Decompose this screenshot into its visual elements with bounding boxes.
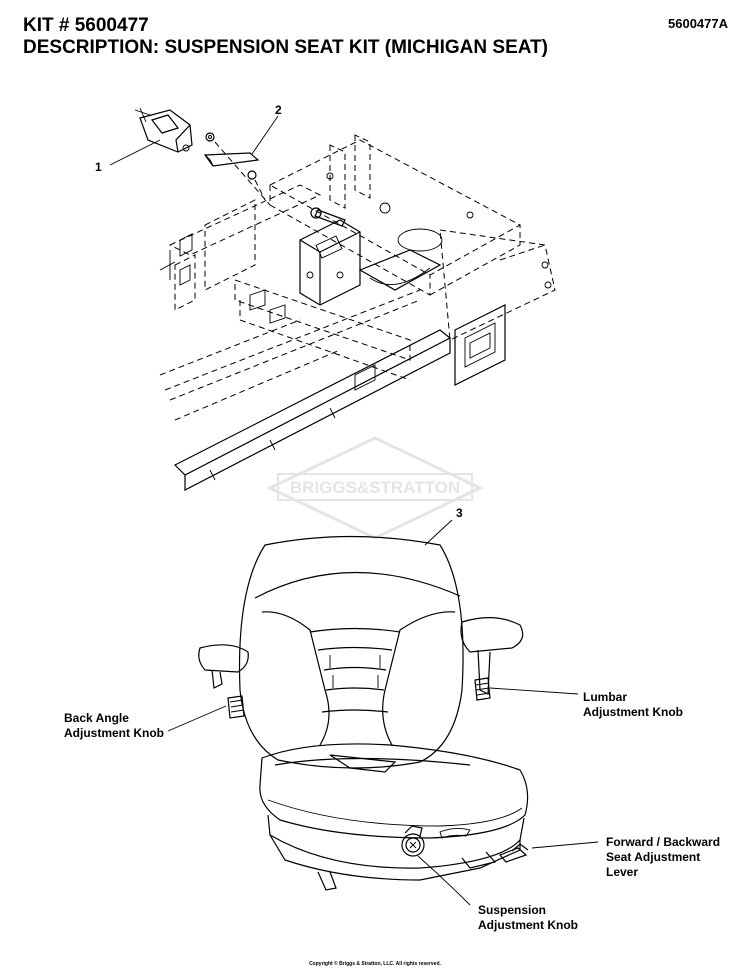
lumbar-label-line1: Lumbar [583, 690, 628, 704]
copyright-footer: Copyright © Briggs & Stratton, LLC. All … [309, 961, 441, 967]
seat-belt-strap-part [203, 132, 346, 227]
forward-label-line2: Seat Adjustment [606, 850, 701, 864]
back-angle-knob-label: Back Angle Adjustment Knob [64, 711, 164, 741]
leader-line-2 [251, 115, 279, 155]
lumbar-knob-label: Lumbar Adjustment Knob [583, 690, 683, 720]
callout-number-2: 2 [275, 103, 282, 117]
seat-belt-latch-part [134, 107, 193, 153]
document-id: 5600477A [668, 16, 728, 31]
kit-description: DESCRIPTION: SUSPENSION SEAT KIT (MICHIG… [23, 37, 548, 58]
forward-backward-lever-label: Forward / Backward Seat Adjustment Lever [606, 835, 720, 880]
suspension-label-line1: Suspension [478, 903, 547, 917]
back-angle-label-line2: Adjustment Knob [64, 726, 164, 740]
forward-label-line1: Forward / Backward [606, 835, 721, 849]
kit-number: KIT # 5600477 [23, 15, 149, 36]
leader-line-1 [109, 139, 161, 166]
watermark-text: BRIGGS&STRATTON [290, 478, 460, 497]
leader-line-lumbar [489, 687, 579, 695]
leader-line-3 [424, 519, 453, 546]
leader-line-back-angle [167, 705, 227, 732]
back-angle-label-line1: Back Angle [64, 711, 129, 725]
leader-line-forward-backward [531, 841, 599, 849]
suspension-seat-illustration [198, 535, 529, 891]
brand-watermark: BRIGGS&STRATTON [266, 436, 484, 540]
lumbar-label-line2: Adjustment Knob [583, 705, 683, 719]
forward-label-line3: Lever [606, 865, 639, 879]
suspension-label-line2: Adjustment Knob [478, 918, 578, 932]
mower-frame-illustration [159, 134, 556, 491]
suspension-knob-label: Suspension Adjustment Knob [478, 903, 578, 933]
callout-number-3: 3 [456, 506, 463, 520]
leader-line-suspension [417, 855, 471, 906]
callout-number-1: 1 [95, 160, 102, 174]
